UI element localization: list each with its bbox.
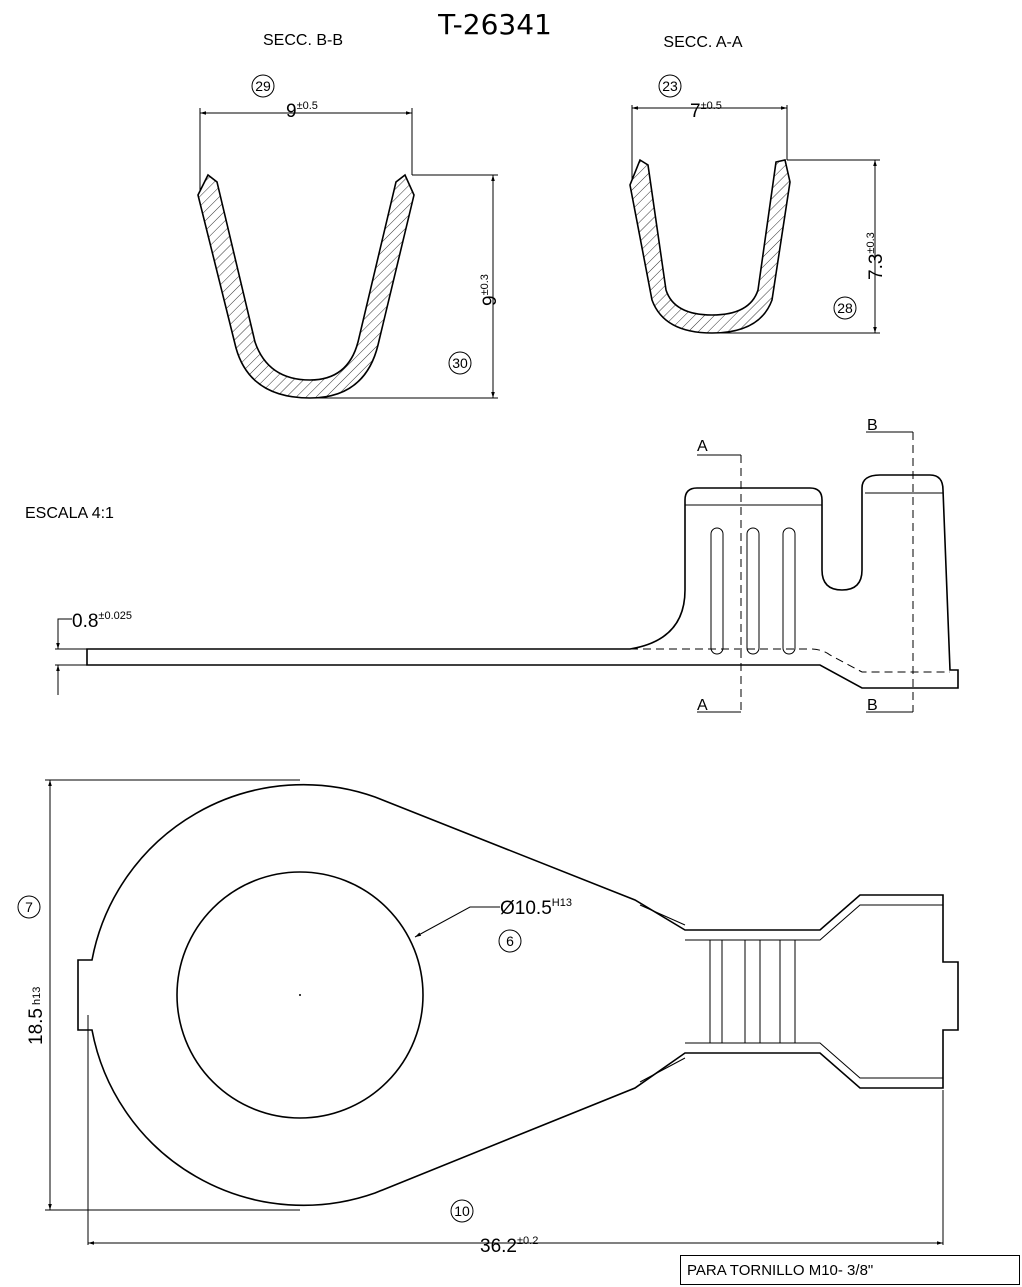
balloon-23: 23 bbox=[662, 78, 678, 94]
section-bb-width: 9±0.5 bbox=[286, 100, 318, 122]
section-bb-label: SECC. B-B bbox=[263, 32, 343, 49]
section-bb-height: 9±0.3 bbox=[479, 274, 501, 306]
balloon-30: 30 bbox=[452, 355, 468, 371]
note-box: PARA TORNILLO M10- 3/8" bbox=[680, 1255, 1020, 1285]
cut-b-top: B bbox=[867, 417, 878, 434]
section-aa-width: 7±0.5 bbox=[690, 100, 722, 122]
crimp-ribs bbox=[710, 527, 796, 655]
section-aa-height: 7.3±0.3 bbox=[865, 232, 887, 280]
balloon-6: 6 bbox=[506, 933, 514, 949]
cut-a-top: A bbox=[697, 438, 708, 455]
cut-a-bottom: A bbox=[697, 697, 708, 714]
thickness-dimension: 0.8±0.025 bbox=[72, 610, 132, 632]
section-bb-profile bbox=[197, 173, 415, 399]
length-dimension: 36.2±0.2 bbox=[480, 1235, 538, 1257]
section-bb: SECC. B-B 9±0.5 29 9±0.3 30 bbox=[197, 32, 501, 399]
drawing-title: T-26341 bbox=[437, 8, 552, 41]
section-aa-label: SECC. A-A bbox=[663, 34, 742, 51]
width-dimension: 18.5h13 bbox=[26, 987, 47, 1045]
cut-b-bottom: B bbox=[867, 697, 878, 714]
section-aa-profile bbox=[629, 158, 791, 334]
crimp-ribs-top bbox=[709, 940, 796, 1043]
balloon-29: 29 bbox=[255, 78, 271, 94]
section-aa: SECC. A-A 7±0.5 23 7.3±0.3 28 bbox=[629, 34, 887, 334]
balloon-28: 28 bbox=[837, 300, 853, 316]
scale-label: ESCALA 4:1 bbox=[25, 505, 114, 522]
hole bbox=[176, 871, 424, 1119]
top-view: Ø10.5H13 6 18.5h13 7 36.2±0.2 10 bbox=[17, 779, 959, 1257]
side-view: ESCALA 4:1 A A B B 0.8±0.025 bbox=[25, 417, 959, 714]
balloon-10: 10 bbox=[454, 1203, 470, 1219]
hole-dimension: Ø10.5H13 bbox=[500, 897, 572, 919]
terminal-outline bbox=[77, 783, 959, 1207]
balloon-7: 7 bbox=[25, 899, 33, 915]
